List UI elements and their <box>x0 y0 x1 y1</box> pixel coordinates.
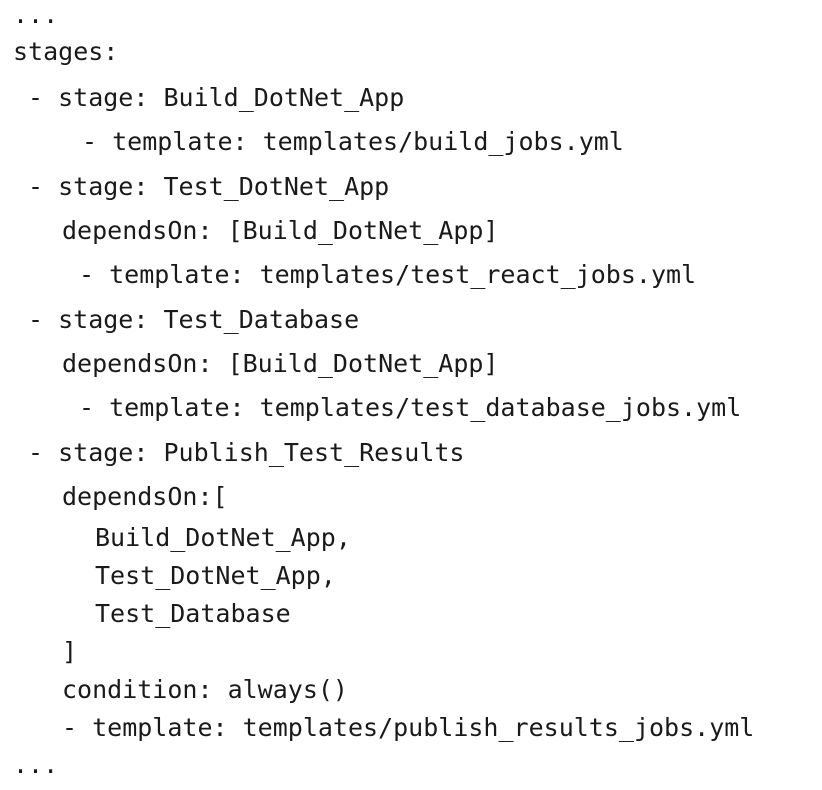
code-line-dependson-publish: dependsOn:[ <box>62 482 228 511</box>
code-line-stage-test-dotnet: - stage: Test_DotNet_App <box>28 172 390 201</box>
code-line-stages: stages: <box>13 37 119 66</box>
code-line-dep-build: Build_DotNet_App, <box>95 523 351 552</box>
code-line-template-publish: - template: templates/publish_results_jo… <box>62 713 755 742</box>
code-line-stage-publish: - stage: Publish_Test_Results <box>28 438 465 467</box>
code-line-stage-test-database: - stage: Test_Database <box>28 305 360 334</box>
code-line-template-test-react: - template: templates/test_react_jobs.ym… <box>79 260 697 289</box>
code-line-dependson-test-dotnet: dependsOn: [Build_DotNet_App] <box>62 216 499 245</box>
code-line-template-build: - template: templates/build_jobs.yml <box>82 127 624 156</box>
code-line-condition: condition: always() <box>62 675 348 704</box>
code-line-dep-test-database: Test_Database <box>95 599 291 628</box>
code-line-ellipsis-top: ... <box>13 0 59 29</box>
code-line-bracket-close: ] <box>62 637 78 666</box>
code-line-dep-test-dotnet: Test_DotNet_App, <box>95 561 336 590</box>
code-line-dependson-test-database: dependsOn: [Build_DotNet_App] <box>62 349 499 378</box>
code-line-stage-build: - stage: Build_DotNet_App <box>28 83 405 112</box>
code-line-template-test-database: - template: templates/test_database_jobs… <box>79 393 742 422</box>
code-line-ellipsis-bottom: ... <box>13 750 59 779</box>
